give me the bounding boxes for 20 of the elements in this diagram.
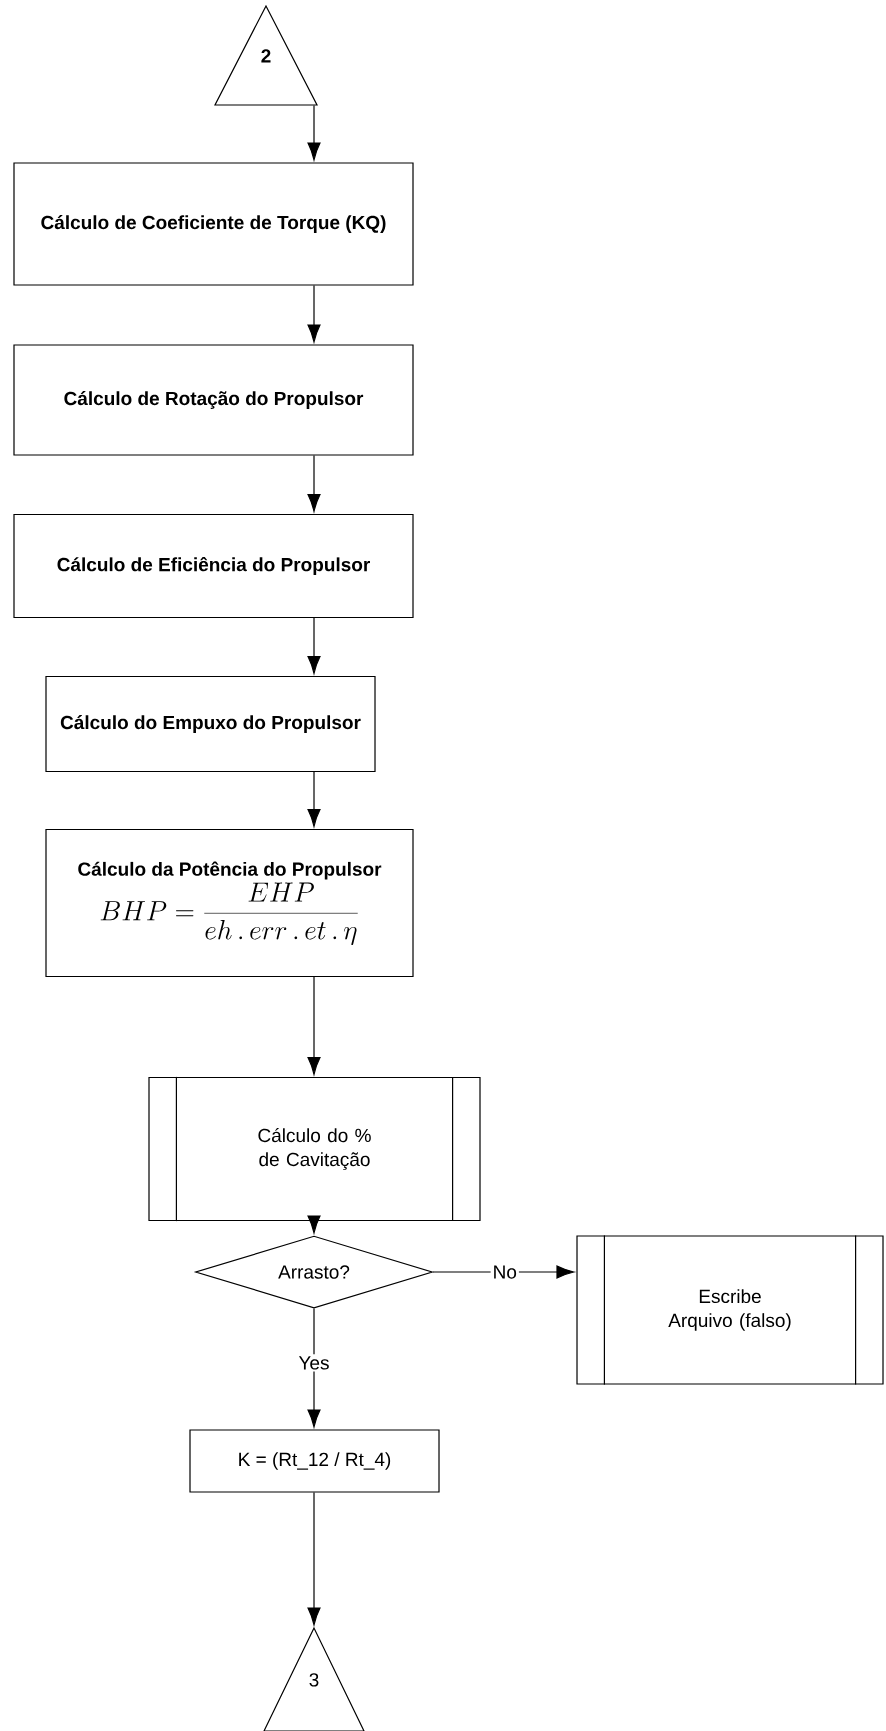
process-box: Cálculo de Eficiência do Propulsor — [13, 513, 414, 619]
process-box: Cálculo da Potência do Propulsor $BHP = \frac{EHP}{eh\,.\,err\,.\,et\,.\,\eta}$ — [45, 828, 414, 978]
arrow — [307, 976, 321, 1075]
process-box: K = (Rt_12 / Rt_4) — [189, 1429, 440, 1493]
edge-label: Yes — [296, 1354, 332, 1372]
arrow — [307, 1215, 321, 1234]
arrow — [432, 1265, 575, 1279]
process-box: Cálculo de Rotação do Propulsor — [13, 344, 414, 456]
arrow — [307, 771, 321, 827]
arrow — [307, 1308, 321, 1428]
process-box: Cálculo de Coeficiente de Torque (KQ) — [13, 162, 414, 286]
edge-label: No — [490, 1263, 519, 1281]
arrow — [307, 455, 321, 512]
arrow — [307, 105, 321, 161]
arrow — [307, 1492, 321, 1626]
process-box: Cálculo do Empuxo do Propulsor — [45, 675, 376, 773]
arrow — [307, 617, 321, 674]
predefined-process-box: Escribe Arquivo (falso) — [576, 1234, 884, 1386]
predefined-process-box: Cálculo do % de Cavitação — [148, 1076, 481, 1222]
arrow — [307, 285, 321, 343]
